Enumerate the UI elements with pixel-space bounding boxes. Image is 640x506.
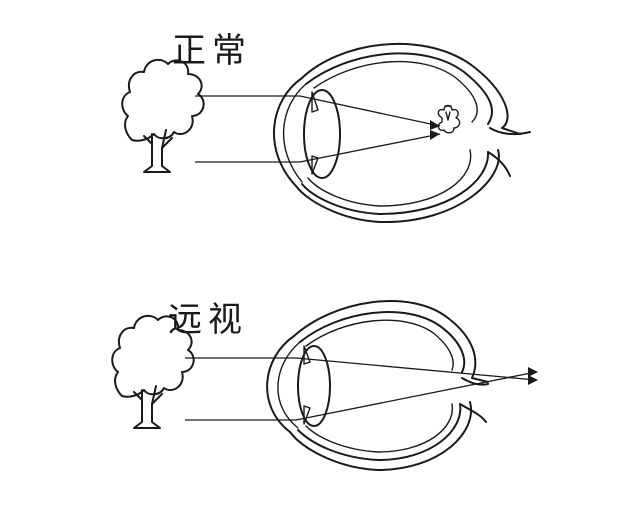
eyeball-icon bbox=[273, 42, 531, 224]
light-ray bbox=[185, 357, 537, 381]
iris-icon bbox=[311, 155, 319, 175]
light-ray-arrow bbox=[528, 367, 538, 377]
light-ray-arrow bbox=[528, 375, 538, 385]
light-ray bbox=[195, 133, 441, 163]
panel-label-myopia: 远视 bbox=[168, 300, 248, 340]
iris-icon bbox=[311, 91, 319, 113]
panel-myopia bbox=[111, 300, 538, 471]
panel-normal bbox=[121, 42, 531, 224]
lens-icon bbox=[297, 345, 331, 427]
light-ray-arrow bbox=[430, 120, 440, 130]
panel-label-normal: 正常 bbox=[172, 31, 252, 71]
image-focus-icon bbox=[437, 104, 461, 134]
light-ray bbox=[195, 95, 441, 127]
eyeball-icon bbox=[266, 300, 489, 471]
light-ray-arrow bbox=[430, 130, 440, 140]
lens-icon bbox=[303, 89, 341, 179]
tree-icon bbox=[121, 58, 205, 173]
light-ray bbox=[185, 371, 537, 421]
